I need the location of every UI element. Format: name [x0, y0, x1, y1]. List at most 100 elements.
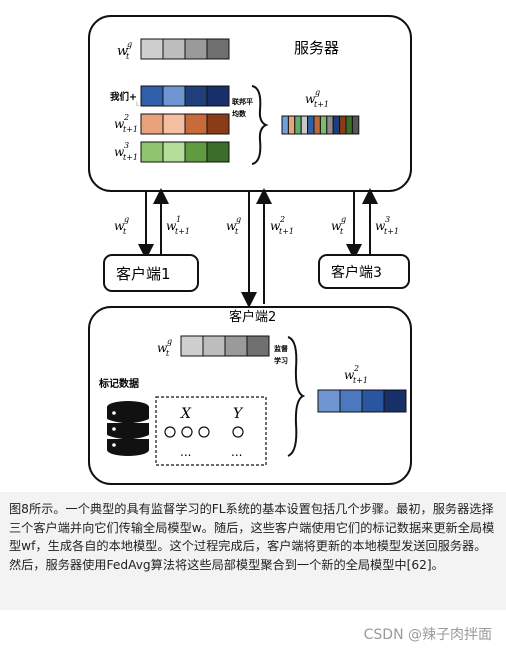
client2-local-weight-cell [383, 389, 407, 413]
svg-text:t+1: t+1 [384, 227, 399, 236]
svg-text:w: w [226, 219, 237, 233]
server-row-3-label: w 3 t+1 [114, 141, 138, 162]
client2-local-weight-cell [361, 389, 385, 413]
figure-caption: 图8所示。一个典型的具有监督学习的FL系统的基本设置包括几个步骤。最初，服务器选… [9, 502, 495, 572]
svg-text:t+1: t+1 [123, 125, 138, 134]
server-local-model-1-cell [162, 85, 186, 107]
svg-text:t+1: t+1 [279, 227, 294, 236]
svg-text:t: t [123, 227, 127, 236]
svg-text:w: w [331, 219, 342, 233]
client2-label: 客户端2 [229, 309, 276, 325]
svg-text:3: 3 [124, 141, 129, 150]
svg-text:t: t [235, 227, 239, 236]
server-global-weight-cell [162, 38, 186, 60]
caption-area: 图8所示。一个典型的具有监督学习的FL系统的基本设置包括几个步骤。最初，服务器选… [0, 492, 506, 610]
aggregation-brace [251, 85, 269, 165]
labeled-data-label: 标记数据 [98, 377, 139, 390]
svg-text:w: w [157, 341, 168, 355]
arrow-label-up-3: w 3 t+1 [375, 215, 399, 236]
client1-label: 客户端1 [116, 265, 171, 283]
server-global-weights [140, 38, 230, 60]
server-local-model-1-cell [140, 85, 164, 107]
svg-text:t+1: t+1 [175, 227, 190, 236]
svg-text:L: L [136, 101, 140, 108]
svg-text:t+1: t+1 [123, 153, 138, 162]
client2-local-weight-cell [317, 389, 341, 413]
svg-text:t: t [166, 349, 170, 358]
data-table [155, 396, 267, 466]
server-title: 服务器 [294, 39, 339, 57]
server-row-1-label: 我们+ L [110, 91, 140, 108]
client2-global-weight-label: w g t [157, 337, 172, 358]
y-column-label: Y [233, 406, 244, 422]
svg-text:g: g [236, 215, 241, 224]
svg-text:1: 1 [176, 215, 181, 224]
svg-text:w: w [375, 219, 386, 233]
server-local-model-2-cell [206, 113, 230, 135]
server-local-model-3-cell [206, 141, 230, 163]
svg-text:t: t [340, 227, 344, 236]
server-local-model-2-cell [184, 113, 208, 135]
svg-text:2: 2 [353, 364, 359, 373]
server-local-model-2-cell [162, 113, 186, 135]
svg-text:w: w [114, 145, 125, 159]
server-global-weight-cell [140, 38, 164, 60]
server-global-weight-cell [184, 38, 208, 60]
svg-text:w: w [344, 368, 355, 382]
server-row-2-label: w 2 t+1 [114, 113, 138, 134]
server-global-weight-label: w g t [117, 40, 132, 61]
client2-box [88, 306, 412, 485]
aggregated-weight-cell [281, 115, 289, 135]
arrow-label-up-1: w 1 t+1 [166, 215, 190, 236]
svg-text:w: w [305, 92, 316, 106]
svg-text:t+1: t+1 [314, 100, 329, 109]
supervised-label-2: 学习 [274, 356, 288, 365]
svg-text:g: g [124, 215, 129, 224]
aggregated-weight-cell [307, 115, 315, 135]
svg-text:w: w [270, 219, 281, 233]
arrow-label-down-3: w g t [331, 215, 346, 236]
client2-global-weights [180, 335, 270, 357]
arrow-label-down-1: w g t [114, 215, 129, 236]
aggregated-weight-cell [294, 115, 302, 135]
supervised-brace [287, 336, 306, 457]
aggregated-model-label: w g t+1 [305, 88, 329, 109]
svg-text:g: g [167, 337, 172, 346]
server-global-weight-cell [206, 38, 230, 60]
aggregated-weight-cell [339, 115, 347, 135]
svg-text:w: w [117, 44, 128, 59]
database-icon [106, 401, 150, 456]
server-local-model-3-cell [184, 141, 208, 163]
svg-text:g: g [315, 88, 320, 97]
watermark: CSDN @辣子肉拌面 [363, 627, 492, 643]
local-model-label: w 2 t+1 [344, 364, 368, 385]
client2-global-weight-cell [224, 335, 248, 357]
aggregated-weight-cell [326, 115, 334, 135]
client2-global-weight-cell [246, 335, 270, 357]
svg-text:t: t [126, 52, 130, 61]
client2-local-model [317, 389, 407, 413]
client2-global-weight-cell [180, 335, 204, 357]
arrow-label-down-2: w g t [226, 215, 241, 236]
aggregated-weight-cell [351, 115, 360, 135]
client3-label: 客户端3 [331, 264, 382, 281]
aggregated-weight-cell [300, 115, 309, 135]
aggregated-weight-cell [319, 115, 328, 135]
server-local-model-1-cell [184, 85, 208, 107]
fl-diagram: 服务器 w g t 我们+ L w 2 t+1 w 3 t+1 联邦平 均数 w… [88, 15, 412, 485]
svg-text:3: 3 [385, 215, 390, 224]
aggregated-weight-cell [313, 115, 321, 135]
server-local-models [140, 85, 230, 163]
aggregated-weight-cell [287, 115, 296, 135]
svg-text:g: g [341, 215, 346, 224]
client2-local-weight-cell [339, 389, 363, 413]
svg-text:2: 2 [123, 113, 129, 122]
client2-global-weight-cell [202, 335, 226, 357]
svg-text:2: 2 [279, 215, 285, 224]
svg-text:g: g [127, 40, 132, 49]
aggregated-weight-cell [345, 115, 353, 135]
aggregation-label-1: 联邦平 [232, 97, 253, 106]
arrow-label-up-2: w 2 t+1 [270, 215, 294, 236]
server-local-model-1-cell [206, 85, 230, 107]
x-ellipsis: ... [180, 445, 191, 459]
